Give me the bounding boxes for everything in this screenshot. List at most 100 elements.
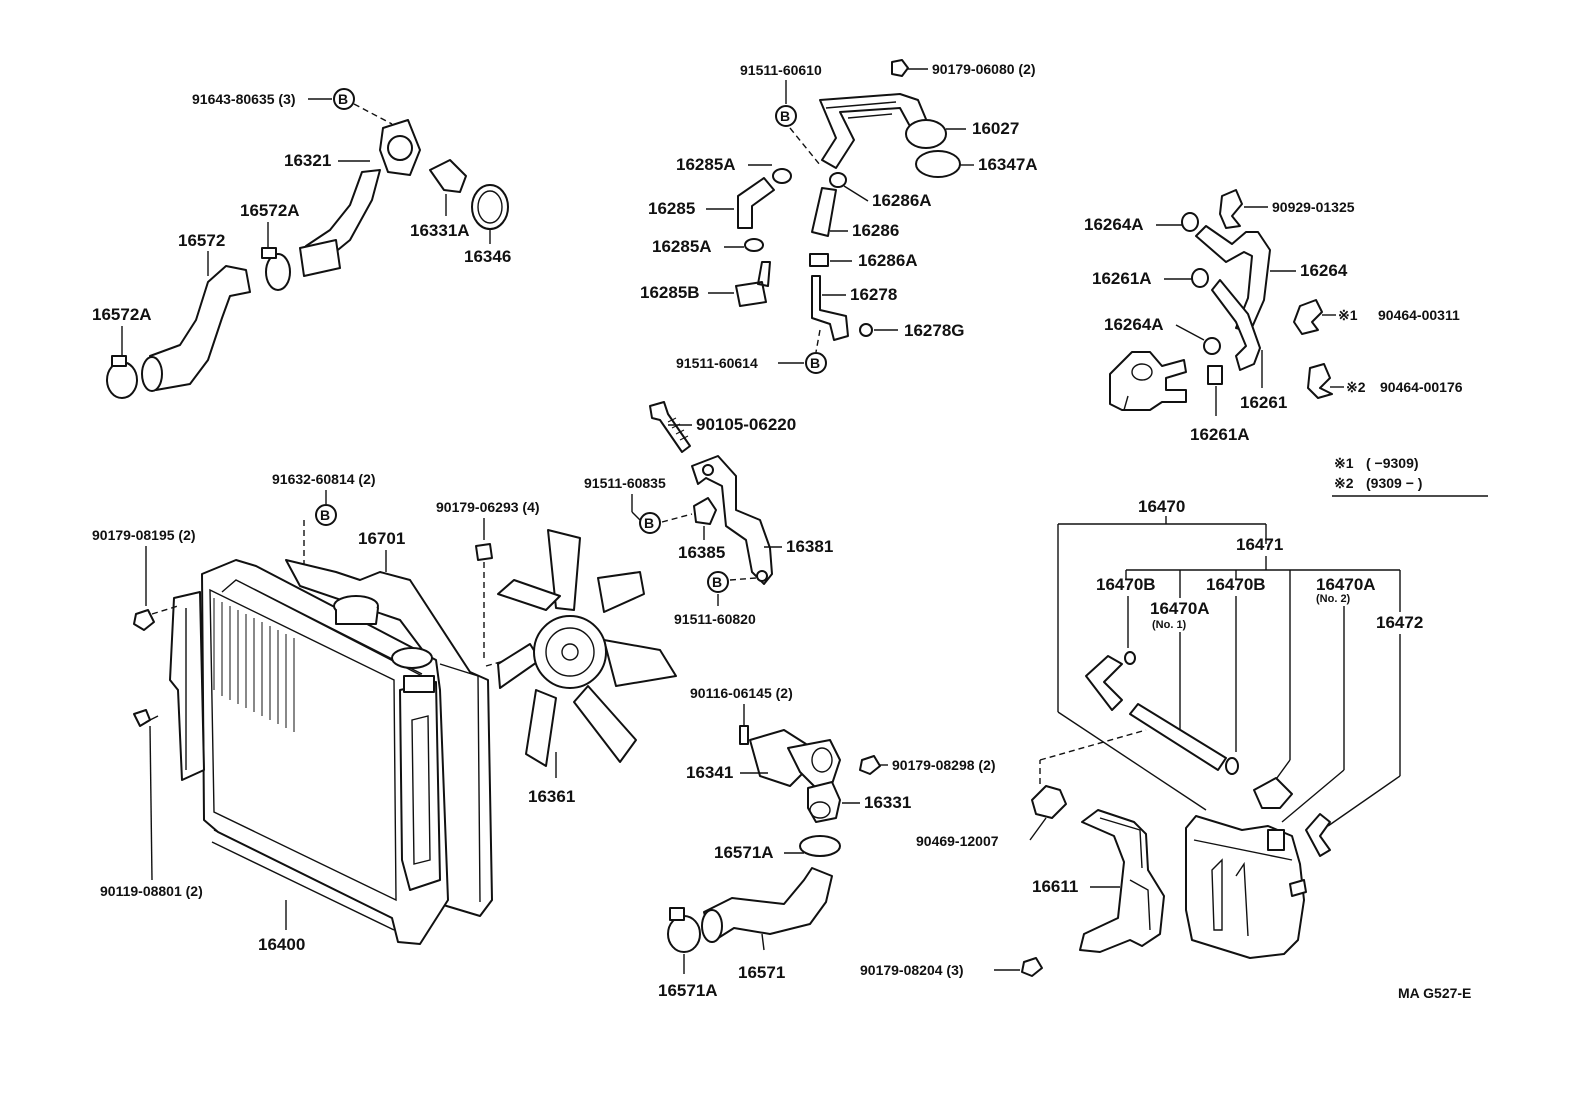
label-16285A-mid: 16285A (652, 237, 712, 256)
reservoir-bracket-16611 (1079, 809, 1165, 953)
label-16470A-1: 16470A (1150, 599, 1210, 618)
radiator-hose-16572 (149, 265, 251, 391)
label-16701: 16701 (358, 529, 405, 548)
label-16470B-b: 16470B (1206, 575, 1266, 594)
label-16472: 16472 (1376, 613, 1423, 632)
gasket-16347A (915, 150, 961, 178)
vacuum-switch-16285B (735, 261, 771, 307)
fan-bracket-group: 90105-06220 16381 91511-60835 B 16385 B … (584, 401, 833, 627)
label-16286A-mid: 16286A (858, 251, 918, 270)
gasket-16278G (859, 323, 873, 337)
label-91511-60614: 91511-60614 (676, 355, 758, 371)
label-91511-60835: 91511-60835 (584, 475, 666, 491)
label-91511-60820: 91511-60820 (674, 611, 756, 627)
label-16611: 16611 (1032, 877, 1078, 896)
reservoir-cap-elbow (1253, 777, 1293, 809)
label-91511-60610: 91511-60610 (740, 62, 822, 78)
note-16470A-1: (No. 1) (1152, 619, 1187, 631)
nut-90179-08204 (1021, 957, 1043, 977)
label-90179-08204: 90179-08204 (3) (860, 962, 964, 978)
svg-text:B: B (810, 355, 820, 371)
label-90116-06145: 90116-06145 (2) (690, 685, 793, 701)
label-16471: 16471 (1236, 535, 1283, 554)
label-16572A-top: 16572A (240, 201, 300, 220)
clamp-16571A-bot (667, 915, 701, 953)
clip-90929-01325 (1219, 189, 1243, 229)
note-2-range: (9309 − ) (1366, 475, 1422, 491)
clamp-16285A-mid (744, 238, 764, 252)
label-90119-08801: 90119-08801 (2) (100, 883, 203, 899)
label-16285: 16285 (648, 199, 695, 218)
label-16346: 16346 (464, 247, 511, 266)
hose-clamp-16572A-left (106, 361, 138, 399)
label-90469-12007: 90469-12007 (916, 833, 999, 849)
label-16264A-mid: 16264A (1104, 315, 1164, 334)
svg-text:B: B (780, 108, 790, 124)
lower-hose-16571 (703, 867, 833, 943)
hose-clamp-16572A-top (265, 253, 291, 291)
clip-90464-00311 (1293, 299, 1323, 335)
bolt-marker-b: B (333, 88, 355, 110)
stud-90116-06145 (739, 725, 749, 745)
clip-90464-00176 (1307, 363, 1333, 399)
hose-16472 (1305, 813, 1331, 857)
label-16331A: 16331A (410, 221, 470, 240)
reservoir-group: 16470 16471 16470B 16470A (No. 1) 16470B… (860, 497, 1423, 978)
clamp-16286A-top (829, 172, 847, 188)
fan-hub (533, 615, 607, 689)
fan-bracket-16381 (691, 455, 773, 585)
label-16381: 16381 (786, 537, 833, 556)
water-inlet-group: 90116-06145 (2) 16341 90179-08298 (2) 16… (658, 685, 996, 1000)
label-16286: 16286 (852, 221, 899, 240)
bolt-90105-06220 (649, 401, 691, 453)
bolt-marker-b: B (315, 504, 337, 526)
svg-text:B: B (644, 515, 654, 531)
applicability-notes: ※1 ( −9309) ※2 (9309 − ) (1332, 455, 1488, 497)
star-note-1: ※1 (1338, 307, 1358, 323)
heater-hose-16264 (1195, 225, 1271, 333)
bolt-marker-b: B (775, 105, 797, 127)
label-16285A-top: 16285A (676, 155, 736, 174)
radiator-side-tank-left (169, 591, 205, 781)
label-16470A-2: 16470A (1316, 575, 1376, 594)
label-16261A-top: 16261A (1092, 269, 1152, 288)
hose-16286 (811, 187, 837, 237)
fan-blade (597, 571, 645, 613)
label-90179-08195: 90179-08195 (2) (92, 527, 196, 543)
label-16571: 16571 (738, 963, 785, 982)
note-1-range: ( −9309) (1366, 455, 1419, 471)
radiator-side-bracket (399, 681, 441, 891)
spacer-16385 (693, 497, 717, 525)
fan-blade (525, 689, 557, 767)
hose-16470B (1085, 655, 1123, 711)
label-90464-00176: 90464-00176 (1380, 379, 1463, 395)
label-16572A-left: 16572A (92, 305, 152, 324)
label-16385: 16385 (678, 543, 725, 562)
label-16278G: 16278G (904, 321, 965, 340)
label-16571A-mid: 16571A (714, 843, 774, 862)
note-16470A-2: (No. 2) (1316, 593, 1351, 605)
label-16264: 16264 (1300, 261, 1348, 280)
fan-blade (603, 639, 677, 687)
svg-text:B: B (320, 507, 330, 523)
hose-16285 (737, 177, 775, 229)
bolt-marker-b: B (639, 512, 661, 534)
cooling-fan-group: 16361 (497, 529, 677, 806)
pipe-16278 (811, 275, 849, 341)
fan-blade (573, 685, 637, 763)
label-90179-08298: 90179-08298 (2) (892, 757, 996, 773)
label-16571A-bot: 16571A (658, 981, 718, 1000)
label-16400: 16400 (258, 935, 305, 954)
note-star-2: ※2 (1334, 475, 1354, 491)
label-16278: 16278 (850, 285, 897, 304)
label-91643-80635: 91643-80635 (3) (192, 91, 296, 107)
nut-90179-06080 (891, 59, 909, 77)
label-90105-06220: 90105-06220 (696, 415, 796, 434)
bolt-marker-b: B (707, 571, 729, 593)
fan-blade (547, 529, 581, 611)
clamp-16264A-mid (1203, 337, 1221, 355)
clip-90469-12007 (1031, 785, 1067, 819)
label-16285B: 16285B (640, 283, 700, 302)
label-16331: 16331 (864, 793, 911, 812)
clamp-16571A-mid (799, 835, 841, 857)
